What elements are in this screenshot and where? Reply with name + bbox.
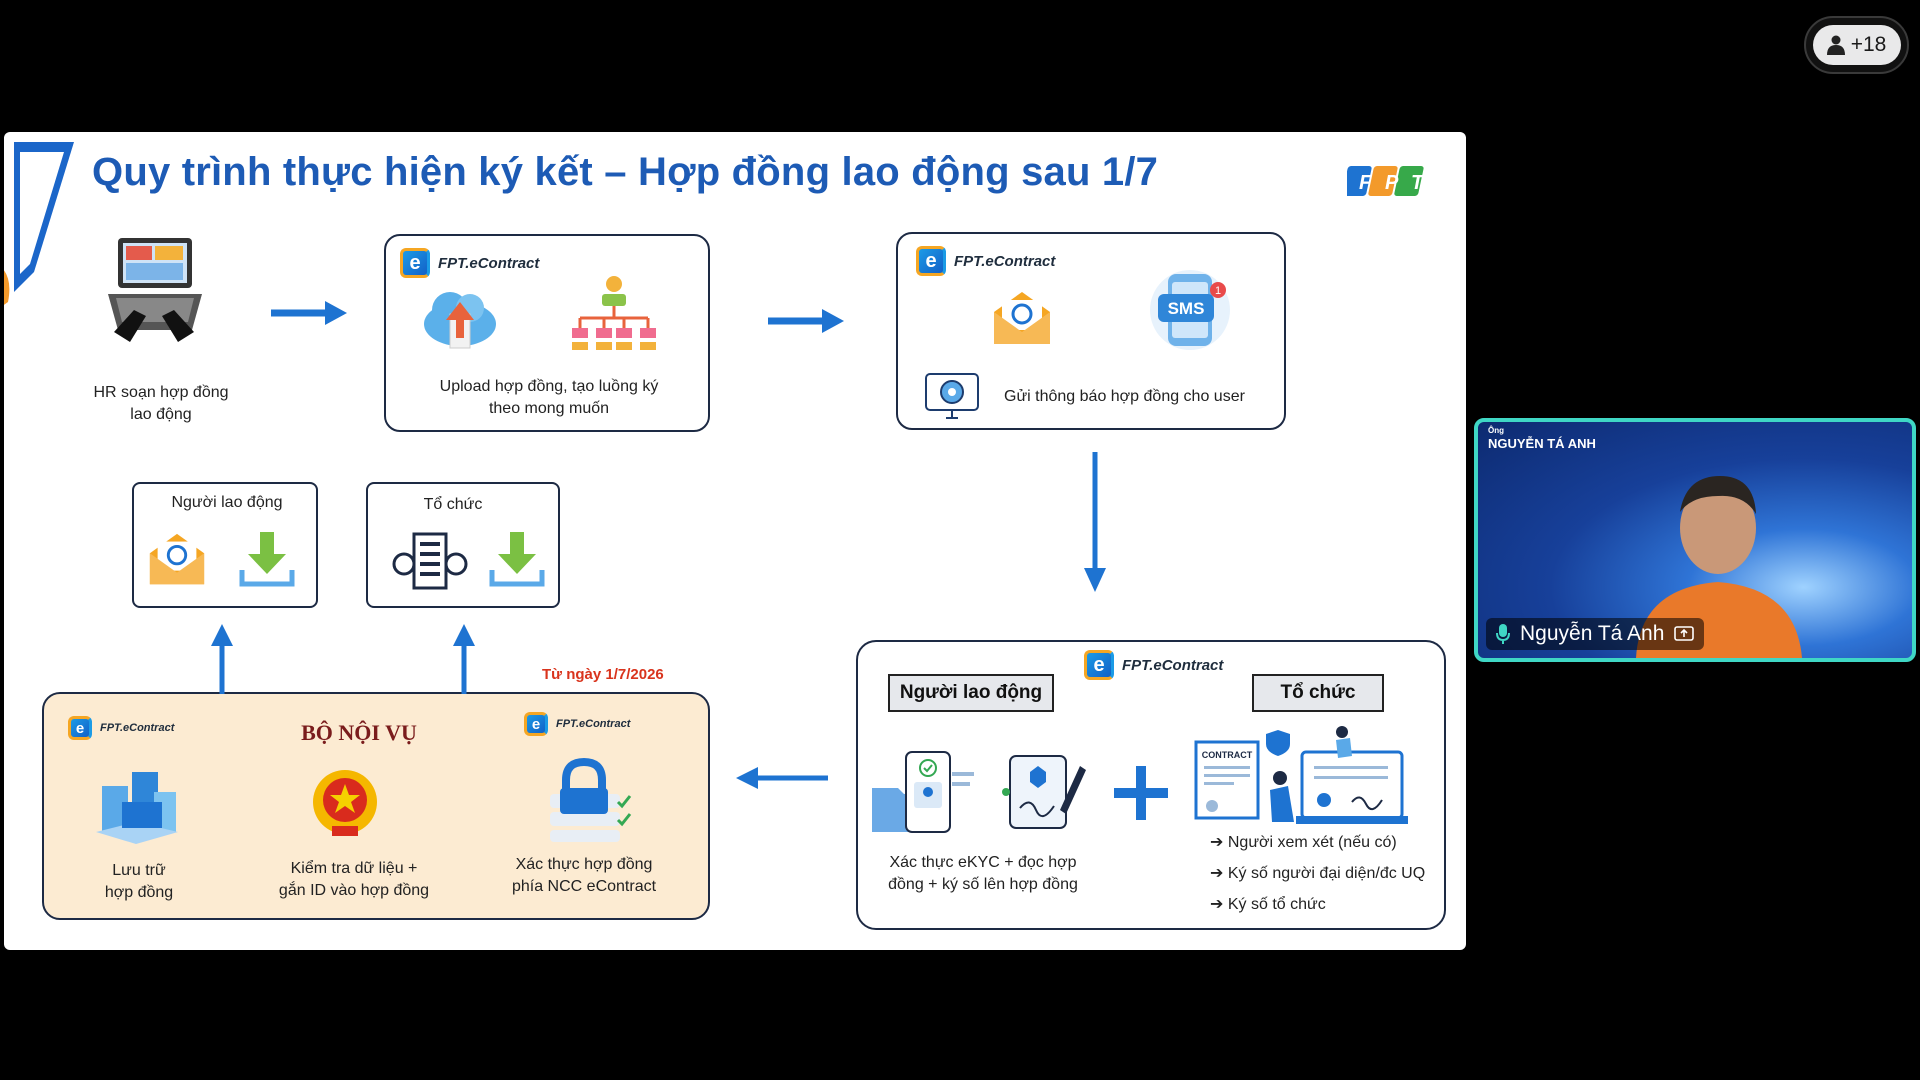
arrow-up-2 (453, 624, 475, 694)
econtract-logo-icon: e (400, 248, 430, 278)
step2-line-1: Upload hợp đồng, tạo luồng ký (439, 378, 659, 395)
brand-text: FPT.eContract (954, 252, 1056, 270)
step2-text: Upload hợp đồng, tạo luồng ký theo mong … (406, 376, 692, 420)
ministry-step-box: e FPT.eContract BỘ NỘI VỤ e FPT.eContrac… (42, 692, 710, 920)
signing-step-box: e FPT.eContract Người lao động Tổ chức C… (856, 640, 1446, 930)
svg-text:P: P (1385, 172, 1399, 194)
organization-building-icon (392, 532, 468, 590)
verify-text: Xác thực hợp đồng phía NCC eContract (484, 854, 684, 898)
econtract-logo-icon: e (68, 716, 92, 740)
brand-text: FPT.eContract (438, 254, 540, 272)
brand-text: FPT.eContract (556, 718, 631, 730)
check-text: Kiểm tra dữ liệu + gắn ID vào hợp đồng (244, 858, 464, 902)
check-line-2: gắn ID vào hợp đồng (278, 882, 430, 899)
download-icon (239, 532, 295, 587)
step4-employee-line-2: đồng + ký số lên hợp đồng (888, 876, 1078, 893)
brand-label: e FPT.eContract (524, 712, 630, 736)
upload-step-box: e FPT.eContract Upload hợp đồng, tạo luồ… (384, 234, 710, 432)
email-icon (994, 292, 1050, 344)
notify-step-box: e FPT.eContract SMS 1 Gửi thông báo hợp … (896, 232, 1286, 430)
step4-employee-line-1: Xác thực eKYC + đọc hợp (889, 854, 1077, 871)
econtract-logo-icon: e (916, 246, 946, 276)
org-recipient-label: Tổ chức (423, 496, 483, 513)
org-recipient-box: Tổ chức (366, 482, 560, 608)
svg-text:T: T (1411, 172, 1425, 194)
settings-monitor-icon (925, 373, 979, 419)
step1-text: HR soạn hợp đồng lao động (76, 382, 246, 426)
verify-line-1: Xác thực hợp đồng (515, 856, 653, 873)
org-bullet-3: ➔ Ký số tổ chức (1210, 896, 1326, 913)
speaker-video-tile[interactable]: Ông NGUYỄN TÁ ANH Nguyễn Tá Anh (1474, 418, 1916, 662)
arrow-up-1 (211, 624, 233, 694)
org-bullet-3-text: Ký số tổ chức (1227, 896, 1326, 913)
org-bullet-2: ➔ Ký số người đại diện/đc UQ (1210, 865, 1426, 882)
employee-recipient-label: Người lao động (171, 494, 283, 511)
brand-label: e FPT.eContract (1084, 650, 1223, 680)
workflow-hierarchy-icon (572, 276, 656, 350)
step2-line-2: theo mong muốn (488, 400, 610, 417)
download-icon (489, 532, 545, 587)
verify-lock-icon (550, 757, 632, 842)
contract-label: CONTRACT (1202, 750, 1253, 760)
data-storage-icon (96, 772, 178, 844)
brand-label: e FPT.eContract (916, 246, 1055, 276)
brand-text: FPT.eContract (100, 722, 175, 734)
laptop-typing-icon (108, 238, 202, 342)
step4-employee-text: Xác thực eKYC + đọc hợp đồng + ký số lên… (868, 852, 1098, 896)
participants-count: +18 (1850, 33, 1887, 56)
sms-label: SMS (1168, 299, 1205, 318)
participants-pill: +18 (1812, 25, 1901, 65)
check-line-1: Kiểm tra dữ liệu + (290, 860, 418, 877)
ministry-name: BỘ NỘI VỤ (301, 720, 417, 745)
arrow-right-1 (271, 301, 347, 325)
shared-slide: Quy trình thực hiện ký kết – Hợp đồng la… (4, 132, 1466, 950)
storage-text: Lưu trữ hợp đồng (74, 860, 204, 904)
microphone-icon (1496, 624, 1510, 644)
brand-label: e FPT.eContract (68, 716, 174, 740)
national-emblem-icon (313, 770, 377, 836)
org-bullet-2-text: Ký số người đại diện/đc UQ (1227, 865, 1426, 882)
econtract-logo-icon: e (524, 712, 548, 736)
org-tag: Tổ chức (1252, 674, 1384, 712)
speaker-banner-prefix: Ông (1488, 426, 1504, 435)
org-bullet-1-text: Người xem xét (nếu có) (1227, 834, 1397, 851)
step1-line-2: lao động (130, 406, 192, 423)
speaker-name-bar: Nguyễn Tá Anh (1486, 618, 1705, 650)
cloud-upload-icon (424, 292, 496, 349)
sms-badge: 1 (1215, 285, 1221, 297)
storage-line-2: hợp đồng (104, 884, 174, 901)
speaker-banner-name: NGUYỄN TÁ ANH (1488, 436, 1596, 451)
employee-recipient-box: Người lao động (132, 482, 318, 608)
arrow-right-2 (768, 309, 844, 333)
plus-icon (1114, 766, 1168, 820)
svg-text:F: F (1359, 172, 1372, 194)
screen-share-icon (1674, 626, 1695, 641)
digital-signature-icon (1002, 755, 1086, 829)
arrow-left (736, 767, 828, 789)
verify-line-2: phía NCC eContract (511, 878, 657, 895)
date-note: Từ ngày 1/7/2026 (542, 666, 664, 683)
brand-label: e FPT.eContract (400, 248, 539, 278)
participants-button[interactable]: +18 (1804, 16, 1909, 74)
speaker-name: Nguyễn Tá Anh (1520, 622, 1665, 645)
step3-text: Gửi thông báo hợp đồng cho user (1004, 388, 1245, 405)
contract-review-icon: CONTRACT (1194, 726, 1408, 824)
arrow-down (1084, 452, 1106, 592)
employee-tag: Người lao động (888, 674, 1054, 712)
econtract-logo-icon: e (1084, 650, 1114, 680)
step1-line-1: HR soạn hợp đồng (93, 384, 229, 401)
storage-line-1: Lưu trữ (112, 862, 166, 879)
slide-corner-decoration (4, 142, 74, 305)
ekyc-phone-icon (872, 751, 974, 833)
fpt-logo: F P T (1347, 166, 1425, 196)
sms-phone-icon: SMS 1 (1150, 270, 1230, 350)
email-icon (149, 533, 205, 585)
slide-title: Quy trình thực hiện ký kết – Hợp đồng la… (92, 150, 1159, 194)
brand-text: FPT.eContract (1122, 656, 1224, 674)
person-icon (1826, 35, 1845, 55)
org-bullet-1: ➔ Người xem xét (nếu có) (1210, 834, 1397, 851)
